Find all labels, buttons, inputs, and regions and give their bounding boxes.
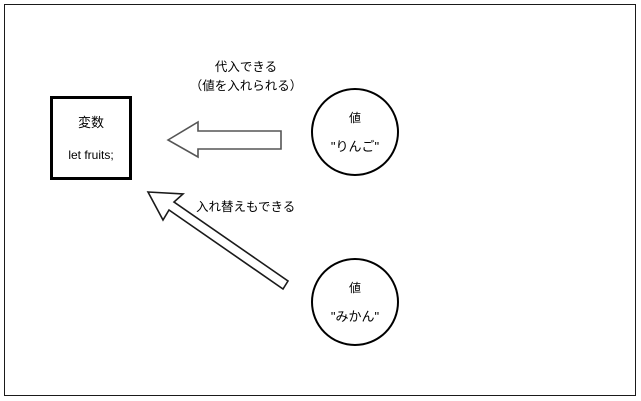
value-circle-apple-title: 値 [348, 110, 361, 125]
value-circle-apple: 値 "りんご" [311, 88, 399, 176]
variable-box: 変数 let fruits; [50, 96, 132, 180]
value-circle-orange-literal: "みかん" [330, 308, 380, 324]
assign-caption: 代入できる （値を入れられる） [189, 60, 303, 93]
value-circle-orange: 値 "みかん" [311, 258, 399, 346]
value-circle-orange-title: 値 [348, 280, 361, 295]
value-circle-apple-literal: "りんご" [330, 138, 380, 154]
swap-caption: 入れ替えもできる [196, 200, 296, 214]
variable-box-title: 変数 [77, 114, 104, 130]
variable-box-code: let fruits; [68, 147, 114, 162]
image-frame [4, 4, 636, 396]
